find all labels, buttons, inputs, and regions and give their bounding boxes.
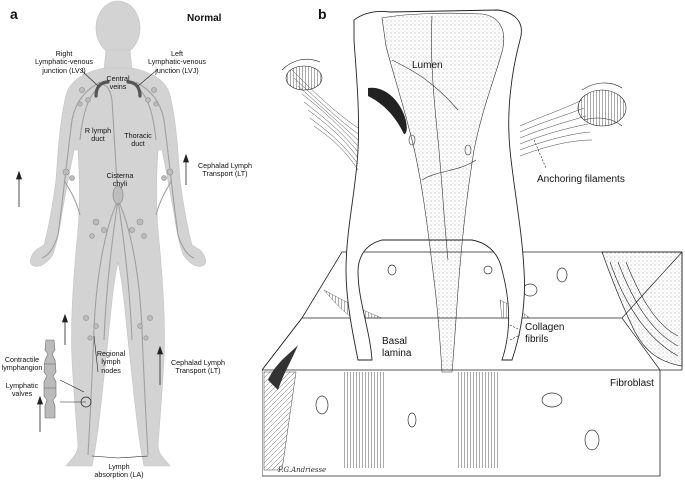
fibroblast-shape bbox=[601, 251, 683, 367]
panel-a-title: Normal bbox=[187, 13, 222, 24]
label-lumen: Lumen bbox=[412, 60, 443, 71]
cisterna-chyli-shape bbox=[112, 185, 124, 205]
body-silhouette bbox=[30, 0, 206, 467]
inset-magnifier-circle bbox=[80, 396, 92, 408]
right-filament-bundle bbox=[577, 89, 627, 127]
pointer-lines bbox=[59, 68, 159, 459]
lymphangion-inset bbox=[43, 339, 57, 419]
panel-b-letter: b bbox=[318, 6, 327, 22]
central-veins-shape bbox=[94, 80, 142, 98]
anchoring-filaments bbox=[291, 69, 593, 171]
tissue-block bbox=[262, 251, 683, 477]
capillary-illustration bbox=[262, 9, 683, 477]
lymph-nodes bbox=[62, 87, 174, 341]
collagen-bundle-front-right bbox=[458, 372, 498, 468]
human-body-figure bbox=[15, 0, 206, 467]
direction-arrows bbox=[15, 153, 190, 432]
lumen-interior bbox=[381, 12, 504, 373]
label-fibroblast: Fibroblast bbox=[610, 378, 654, 389]
artist-signature: P.G.Andriesse bbox=[278, 466, 327, 474]
collagen-bundle-front-left bbox=[342, 372, 386, 468]
label-anchoring-filaments: Anchoring filaments bbox=[537, 174, 625, 185]
leader-lines bbox=[509, 139, 547, 341]
panel-a-letter: a bbox=[10, 6, 18, 22]
left-side-texture bbox=[263, 371, 297, 471]
left-filament-bundle bbox=[285, 65, 323, 91]
lymphatic-vessel bbox=[345, 9, 525, 373]
